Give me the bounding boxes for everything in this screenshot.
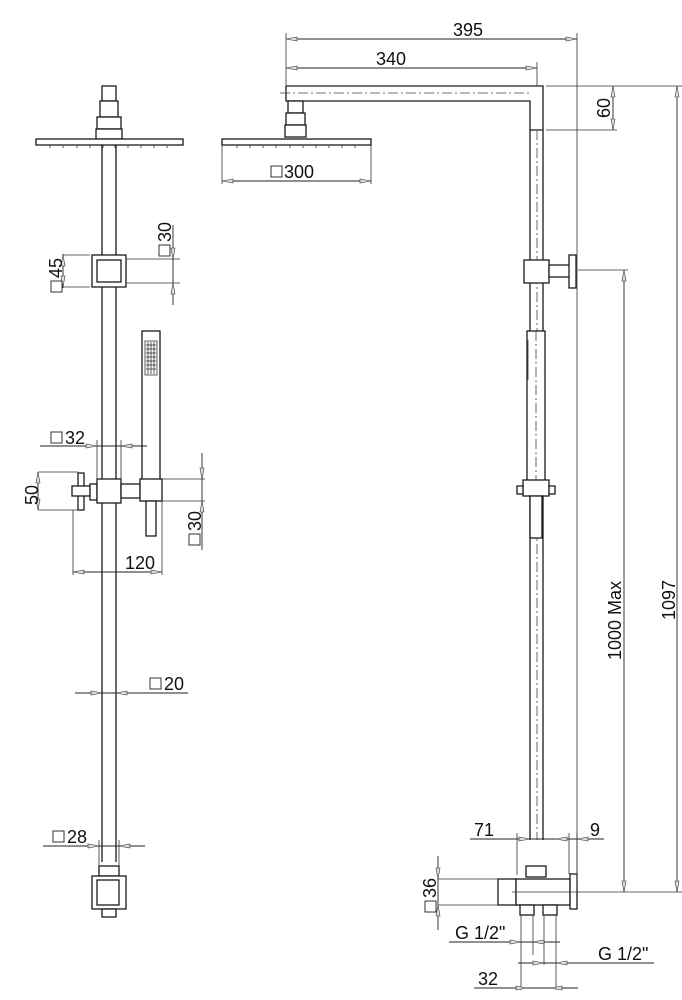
front-dimensions bbox=[35, 225, 205, 866]
label-inlet-spacing: 32 bbox=[478, 969, 498, 989]
label-plate-thickness: 9 bbox=[590, 820, 600, 840]
label-handle-span: 120 bbox=[125, 553, 155, 573]
label-diverter-size: 36 bbox=[420, 878, 440, 898]
label-adjustable-height: 1000 Max bbox=[605, 581, 625, 660]
front-labels: 30 45 32 50 30 120 20 28 bbox=[22, 222, 205, 847]
label-holder-size: 30 bbox=[185, 511, 205, 531]
label-overall-height: 1097 bbox=[659, 580, 679, 620]
label-arm-drop: 60 bbox=[594, 98, 614, 118]
front-view bbox=[35, 85, 184, 918]
label-inlet-right: G 1/2" bbox=[598, 944, 648, 964]
label-inlet-size: 28 bbox=[67, 827, 87, 847]
label-diverter-offset: 71 bbox=[474, 820, 494, 840]
label-arm-length: 340 bbox=[376, 49, 406, 69]
side-dimensions bbox=[221, 33, 682, 991]
label-inlet-left: G 1/2" bbox=[455, 923, 505, 943]
side-view bbox=[221, 85, 578, 916]
label-head-size: 300 bbox=[284, 162, 314, 182]
side-labels: 395 340 60 300 1000 Max 1097 71 9 36 G 1… bbox=[270, 20, 679, 989]
label-bracket-height: 45 bbox=[46, 258, 66, 278]
label-mixer-size: 32 bbox=[65, 428, 85, 448]
label-mixer-height: 50 bbox=[22, 485, 42, 505]
label-overall-projection: 395 bbox=[453, 20, 483, 40]
label-tube-size: 20 bbox=[164, 674, 184, 694]
label-bracket-size: 30 bbox=[155, 222, 175, 242]
